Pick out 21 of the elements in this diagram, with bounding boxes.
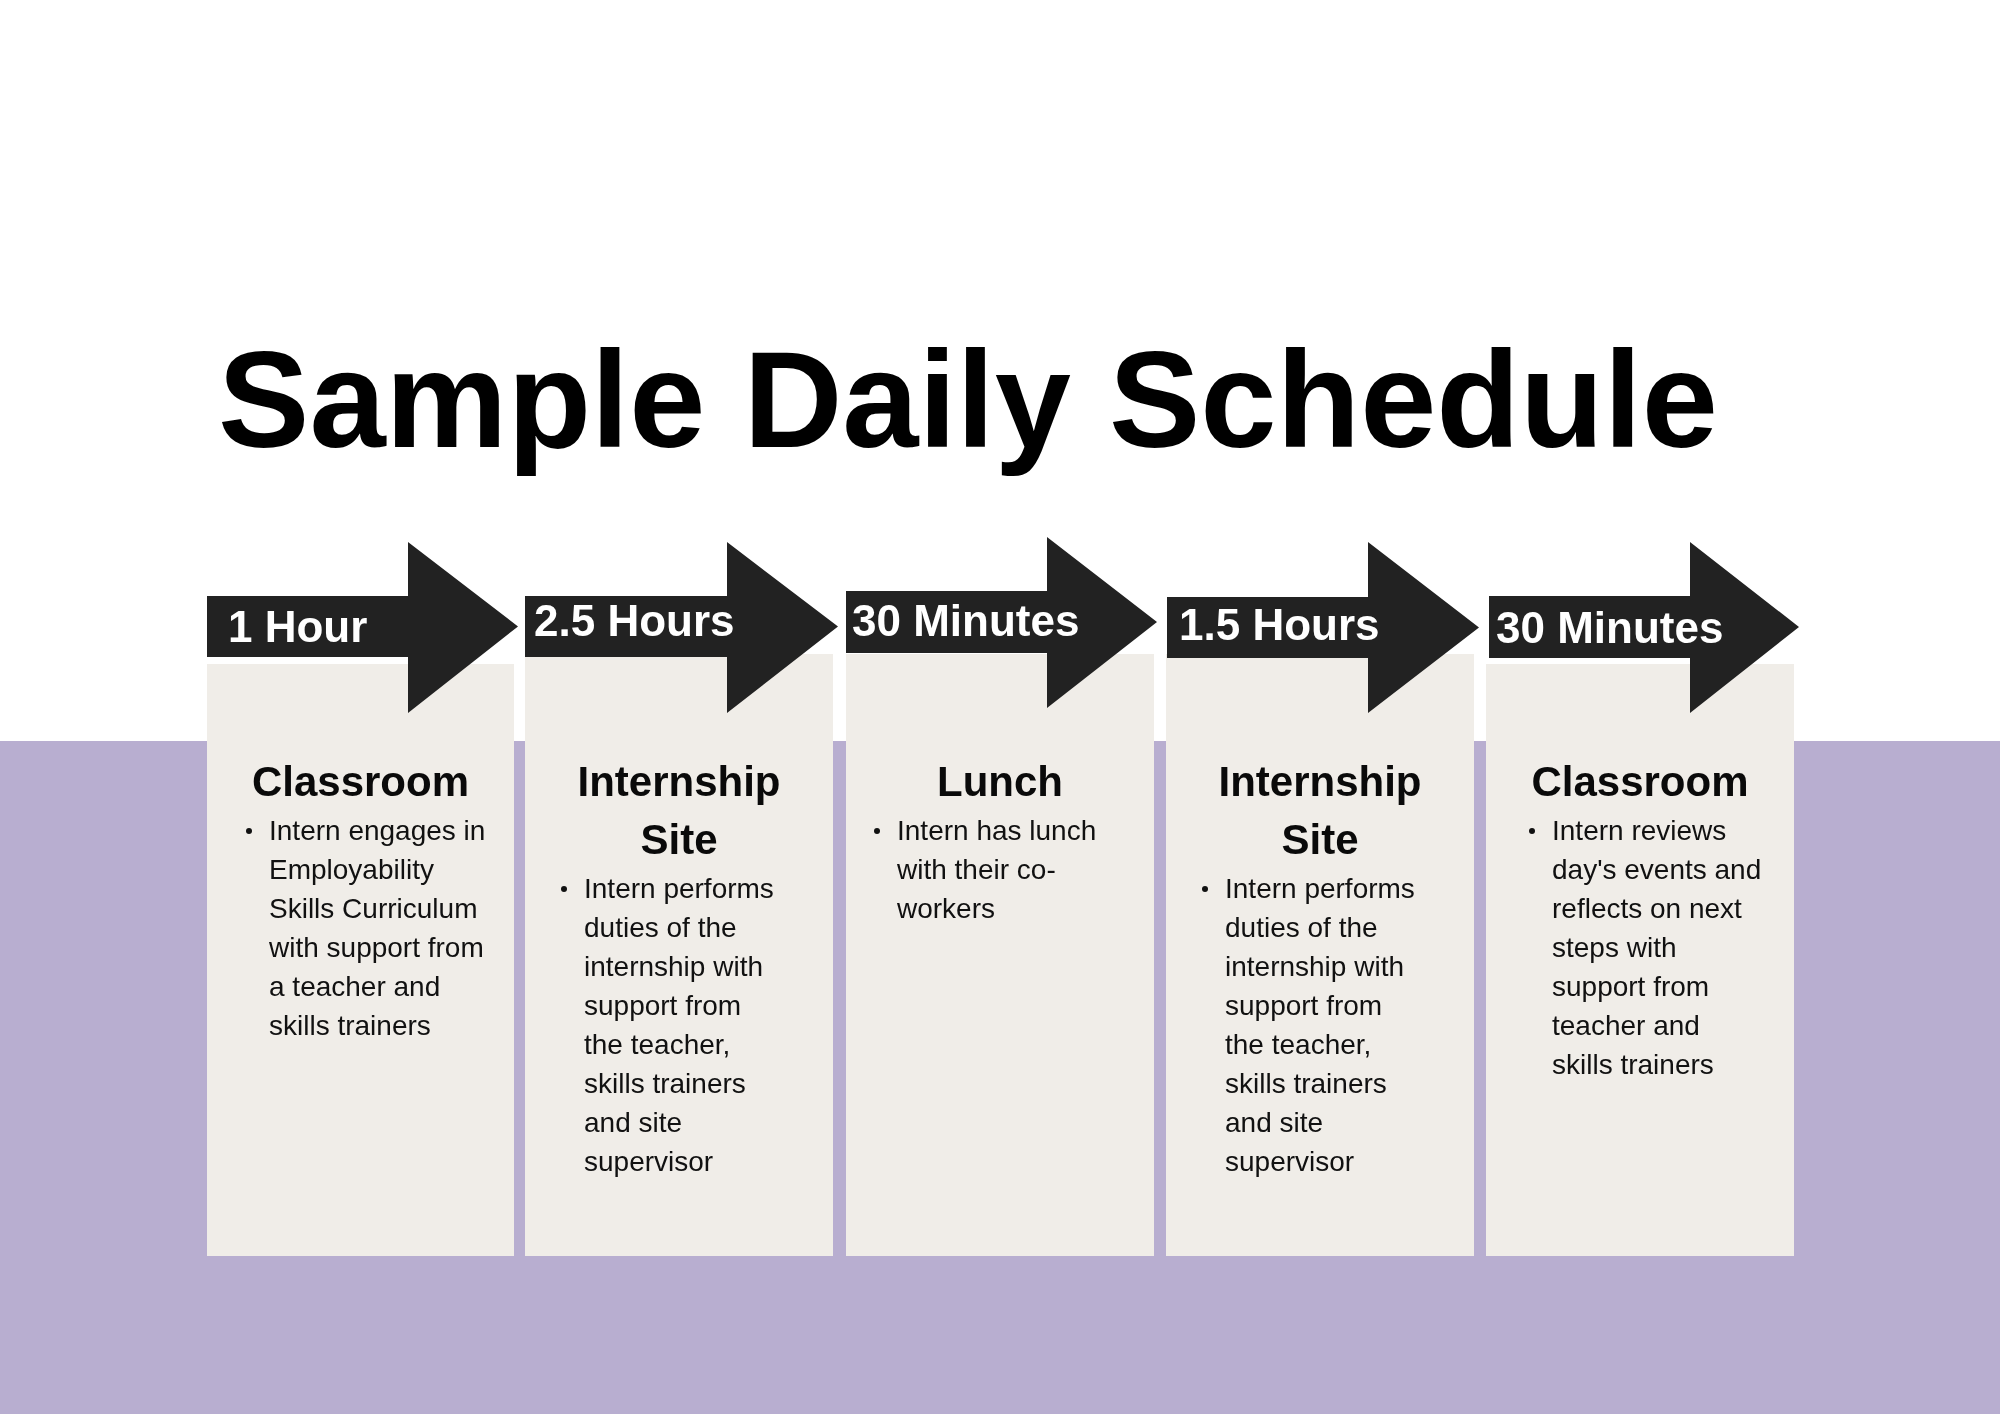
card-heading: Lunch: [936, 757, 1064, 807]
bullet-text: Intern engages in Employability Skills Curriculum with support from a teacher and skills trainers: [246, 811, 489, 1045]
card-heading: Classroom: [1530, 757, 1750, 807]
card-heading: Classroom: [250, 757, 471, 807]
schedule-card: [525, 654, 833, 1256]
schedule-card: [1166, 654, 1474, 1256]
schedule-card: [1486, 664, 1794, 1256]
duration-label: 1.5 Hours: [1179, 599, 1380, 651]
duration-label: 30 Minutes: [1496, 601, 1724, 654]
duration-label: 1 Hour: [228, 601, 368, 653]
bullet-text: Intern reviews day's events and reflects on next steps with support from teacher and skills trainers: [1529, 811, 1764, 1084]
bullet-text: Intern has lunch with their co-workers: [874, 811, 1122, 928]
bullet-text: Intern performs duties of the internship with support from the teacher, skills trainers and site supervisor: [1202, 869, 1423, 1181]
schedule-card: [846, 654, 1154, 1256]
duration-label: 30 Minutes: [852, 594, 1080, 647]
bullet-text: Intern performs duties of the internship with support from the teacher, skills trainers and site supervisor: [561, 869, 782, 1181]
duration-label: 2.5 Hours: [534, 595, 735, 647]
schedule-card: [207, 664, 514, 1256]
card-heading: Internship Site: [1217, 757, 1423, 865]
card-heading: Internship Site: [576, 757, 782, 865]
title: Sample Daily Schedule: [218, 322, 1718, 478]
